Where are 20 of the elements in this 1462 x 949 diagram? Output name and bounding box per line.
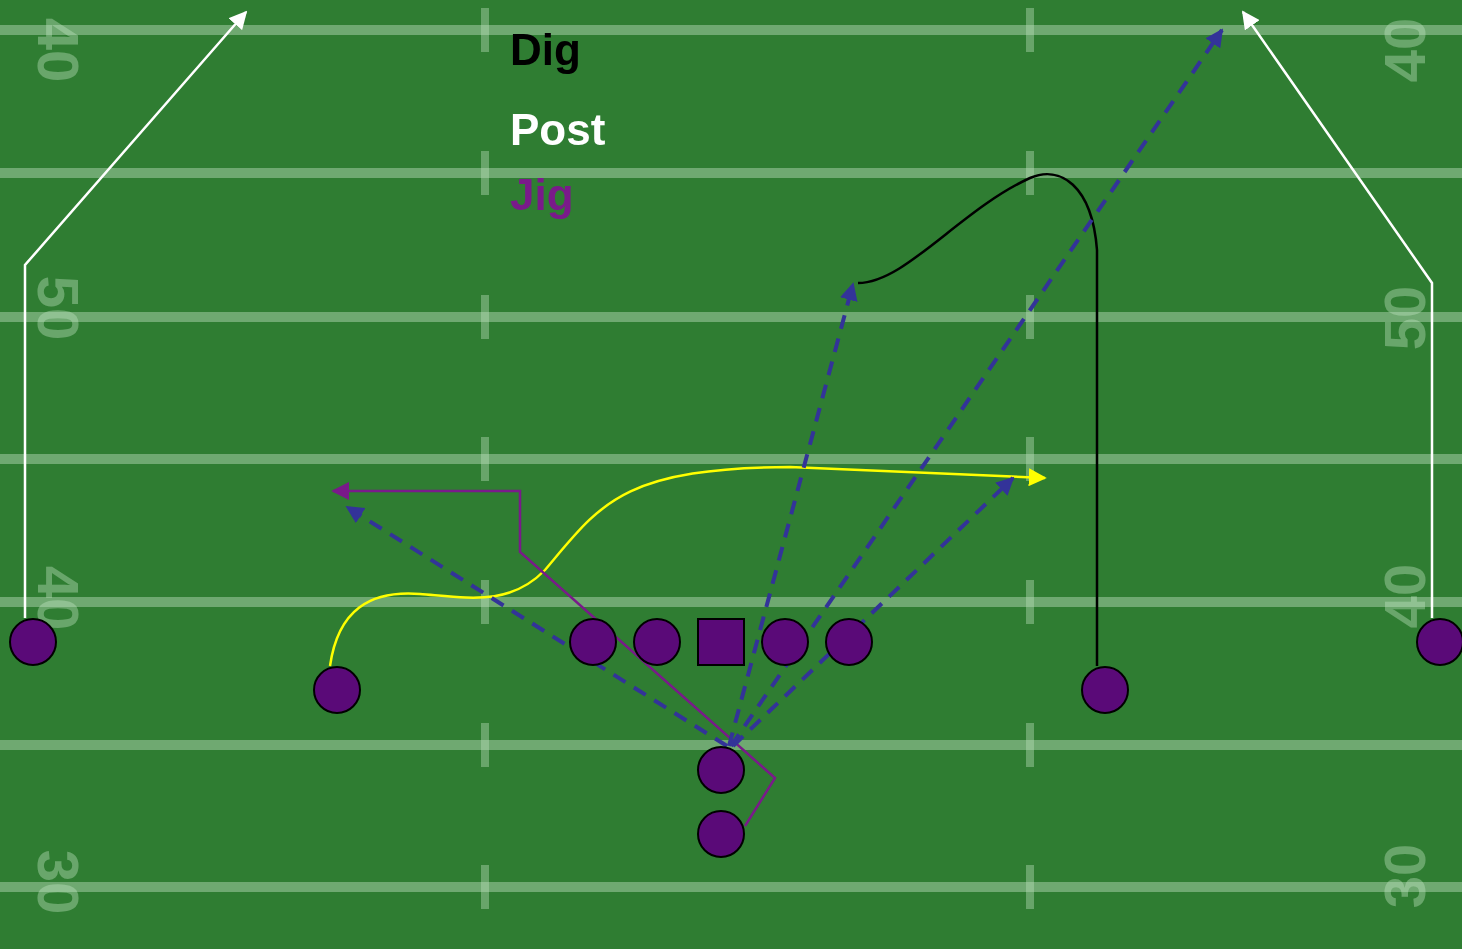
route-arrow — [23, 10, 248, 618]
yard-number: 30 — [1375, 843, 1434, 909]
yard-number: 30 — [28, 849, 87, 915]
pass-arrow — [345, 505, 729, 748]
legend-label: Jig — [510, 173, 574, 217]
pass-arrow — [729, 28, 1224, 748]
yard-number: 50 — [1375, 285, 1434, 351]
route-arrow — [1241, 10, 1434, 618]
yard-number: 40 — [1375, 563, 1434, 629]
yard-number: 40 — [1375, 17, 1434, 83]
legend-label: Post — [510, 108, 606, 152]
pass-arrow — [727, 282, 858, 747]
center-square — [697, 618, 745, 666]
pass-arrow — [731, 476, 1015, 748]
route-arrow — [331, 482, 777, 827]
yard-number: 50 — [28, 275, 87, 341]
route-arrow — [328, 465, 1047, 667]
yard-number: 40 — [28, 17, 87, 83]
legend-label: Dig — [510, 28, 581, 72]
yard-number: 40 — [28, 565, 87, 631]
